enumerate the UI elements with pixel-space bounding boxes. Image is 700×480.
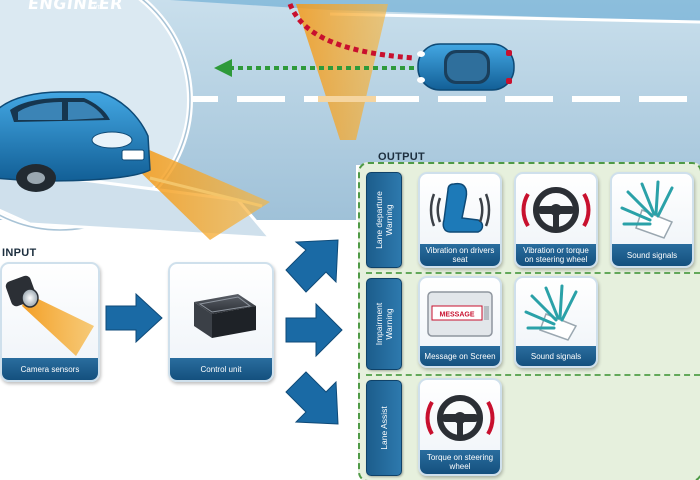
flow-arrow-to-lane-assist bbox=[285, 371, 339, 425]
row-label-impairment: Impairment Warning bbox=[366, 278, 402, 370]
output-tile-sound-signals-2: Sound signals bbox=[514, 276, 598, 368]
camera-sensors-tile: Camera sensors bbox=[0, 262, 100, 382]
zoom-beam-lane bbox=[149, 176, 263, 208]
flow-arrow-to-lane-departure bbox=[285, 239, 339, 293]
output-heading: OUTPUT bbox=[378, 151, 426, 163]
road-car bbox=[417, 43, 515, 91]
flow-arrow-to-impairment bbox=[285, 302, 343, 358]
seat-vibration-caption: Vibration on drivers seat bbox=[420, 244, 500, 266]
steering-vibration-caption: Vibration or torque on steering wheel bbox=[516, 244, 596, 266]
lane-warning-arrowhead bbox=[214, 59, 232, 77]
flow-arrow-sensor-to-control bbox=[105, 292, 163, 344]
output-tile-seat-vibration: Vibration on drivers seat bbox=[418, 172, 502, 268]
zoom-car bbox=[0, 91, 151, 192]
input-heading: INPUT bbox=[2, 247, 37, 259]
road-edge-line bbox=[329, 12, 700, 24]
output-tile-steering-torque: Torque on steering wheel bbox=[418, 378, 502, 476]
sound-signal-icon bbox=[620, 180, 674, 239]
control-unit-caption: Control unit bbox=[170, 358, 272, 380]
steering-torque-caption: Torque on steering wheel bbox=[420, 450, 500, 474]
message-screen-text: MESSAGE bbox=[439, 312, 474, 319]
vibrating-steering-wheel-icon bbox=[521, 187, 591, 233]
row-separator-1 bbox=[366, 272, 700, 274]
output-tile-sound-signals-1: Sound signals bbox=[610, 172, 694, 268]
control-unit-tile: Control unit bbox=[168, 262, 274, 382]
departure-path bbox=[287, 3, 415, 61]
message-screen-caption: Message on Screen bbox=[420, 346, 500, 366]
road-camera-cone bbox=[296, 4, 388, 140]
brand-logo-sub: .vn bbox=[92, 4, 102, 11]
camera-sensor-icon bbox=[5, 275, 94, 356]
control-unit-icon bbox=[194, 294, 256, 338]
row-label-lane-assist: Lane Assist bbox=[366, 380, 402, 476]
row-separator-2 bbox=[366, 374, 700, 376]
message-screen-icon: MESSAGE bbox=[427, 291, 493, 337]
torque-steering-wheel-icon bbox=[425, 395, 495, 441]
sound-signals-caption-1: Sound signals bbox=[612, 244, 692, 266]
cone-lane-marking bbox=[318, 96, 376, 102]
output-tile-steering-vibration: Vibration or torque on steering wheel bbox=[514, 172, 598, 268]
zoom-camera-beam bbox=[130, 146, 270, 240]
camera-sensors-caption: Camera sensors bbox=[2, 358, 98, 380]
output-tile-message-screen: MESSAGE Message on Screen bbox=[418, 276, 502, 368]
sound-signals-caption-2: Sound signals bbox=[516, 346, 596, 366]
row-label-lane-departure: Lane departure Warning bbox=[366, 172, 402, 268]
sound-signal-icon bbox=[524, 284, 578, 341]
vibrating-seat-icon bbox=[429, 182, 491, 233]
brand-logo: ENGINEER bbox=[26, 0, 125, 13]
